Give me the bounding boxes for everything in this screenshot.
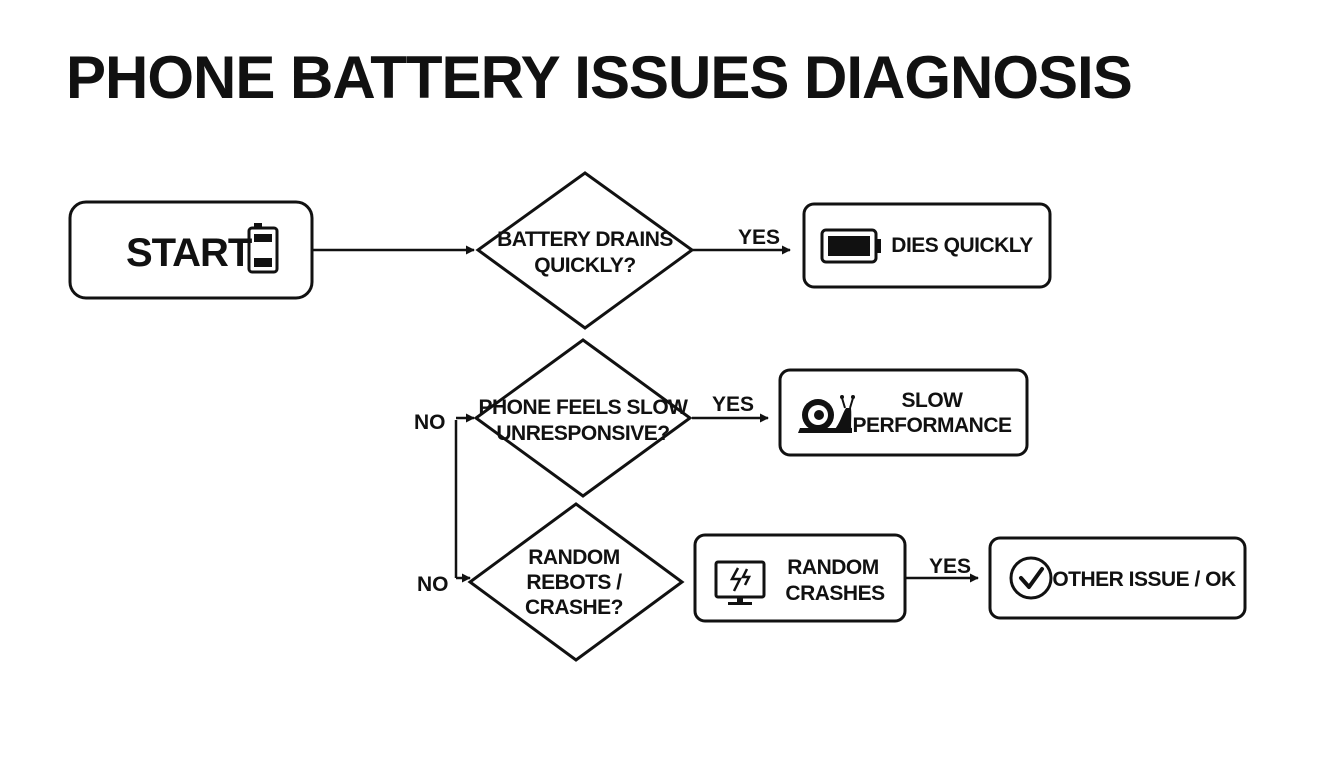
- battery-full-icon: [820, 228, 881, 264]
- random-crashes-node: RANDOM CRASHES: [693, 533, 907, 623]
- slow-performance-node: SLOW PERFORMANCE: [778, 368, 1029, 457]
- slow-performance-line2: PERFORMANCE: [852, 414, 1011, 437]
- random-reboots-line3: CRASHE?: [525, 596, 623, 619]
- diagram-title: PHONE BATTERY ISSUES DIAGNOSIS: [66, 44, 1132, 111]
- other-issue-label: OTHER ISSUE / OK: [1052, 568, 1236, 591]
- feels-slow-decision: PHONE FEELS SLOW UNRESPONSIVE?: [473, 338, 693, 498]
- edge-label-no: NO: [414, 411, 446, 434]
- edge-label-yes: YES: [712, 393, 754, 416]
- random-crashes-line2: CRASHES: [785, 582, 885, 605]
- slow-performance-line1: SLOW: [902, 389, 964, 412]
- random-reboots-decision: RANDOM REBOTS / CRASHE?: [467, 502, 685, 662]
- battery-drains-decision: BATTERY DRAINS QUICKLY?: [475, 171, 695, 330]
- start-label: START: [126, 231, 252, 275]
- other-issue-node: OTHER ISSUE / OK: [988, 536, 1247, 620]
- edge-label-yes: YES: [929, 555, 971, 578]
- feels-slow-line1: PHONE FEELS SLOW: [478, 396, 688, 419]
- battery-drains-line1: BATTERY DRAINS: [497, 228, 673, 251]
- battery-icon: [247, 223, 279, 274]
- edges: [312, 245, 979, 583]
- random-reboots-line1: RANDOM: [528, 546, 620, 569]
- edge-label-no: NO: [417, 573, 449, 596]
- dies-quickly-node: DIES QUICKLY: [802, 202, 1052, 289]
- edge-label-yes: YES: [738, 226, 780, 249]
- battery-drains-line2: QUICKLY?: [534, 254, 635, 277]
- start-node: START: [68, 200, 314, 300]
- checkmark-circle-icon: [1009, 556, 1053, 600]
- random-crashes-line1: RANDOM: [787, 556, 879, 579]
- feels-slow-line2: UNRESPONSIVE?: [496, 422, 669, 445]
- dies-quickly-label: DIES QUICKLY: [891, 234, 1033, 257]
- broken-monitor-icon: [714, 560, 766, 605]
- snail-icon: [798, 395, 855, 433]
- random-reboots-line2: REBOTS /: [526, 571, 622, 594]
